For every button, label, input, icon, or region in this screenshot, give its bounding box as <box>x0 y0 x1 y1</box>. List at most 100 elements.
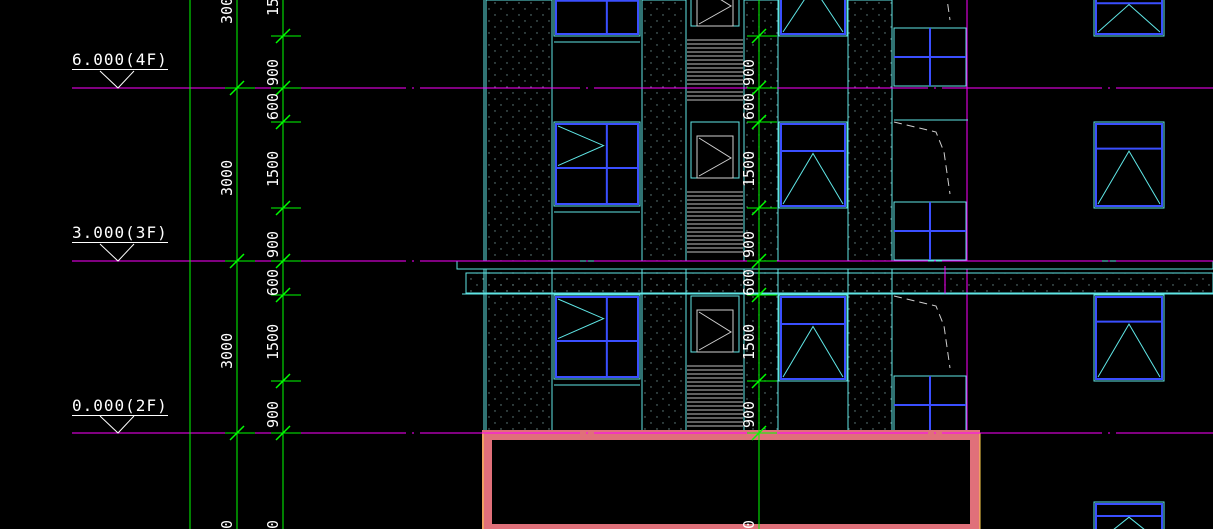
dim-text-segment: 1500 <box>264 150 282 187</box>
window-sash <box>1095 503 1163 529</box>
window-frame <box>1093 501 1165 529</box>
opening-direction-icon <box>1097 323 1161 378</box>
dim-text-segment: 600 <box>264 268 282 296</box>
dim-text-stair: 1500 <box>740 150 758 187</box>
window-sash <box>555 123 639 205</box>
opening-direction-icon <box>782 0 844 33</box>
opening-direction-icon <box>1097 3 1161 33</box>
building-facade <box>456 0 1213 529</box>
window <box>1093 0 1165 37</box>
opening-direction-icon <box>1097 150 1161 205</box>
dim-text-stair: 900 <box>740 230 758 258</box>
window-frame <box>778 0 848 37</box>
opening-direction-icon <box>557 298 605 340</box>
level-floor: (2F) <box>125 396 168 416</box>
dim-text-stair: 0 <box>740 519 758 529</box>
dim-text-stair: 900 <box>740 400 758 428</box>
dim-text-segment: 900 <box>264 400 282 428</box>
window-sash <box>555 0 639 35</box>
dim-text-stair: 1500 <box>740 323 758 360</box>
dim-text-story: 3000 <box>218 159 236 196</box>
stair-window-sash <box>696 135 734 179</box>
floor-beam <box>465 272 1213 294</box>
stair-window-frame <box>690 295 740 353</box>
window <box>553 121 641 213</box>
level-marker-icon <box>99 70 135 89</box>
bay-outline <box>893 121 951 195</box>
dim-text-story: 0 <box>218 519 236 529</box>
window <box>553 294 641 386</box>
dim-text-stair: 900 <box>740 58 758 86</box>
wall-column <box>641 0 687 434</box>
dim-text-stair: 600 <box>740 268 758 296</box>
window-frame <box>778 121 848 209</box>
level-floor: (4F) <box>125 50 168 70</box>
bay-window <box>893 119 968 261</box>
level-elevation: 3.000 <box>72 223 126 243</box>
dim-text-segment: 1500 <box>264 323 282 360</box>
bay-outline <box>946 0 951 21</box>
level-label-3f: 3.000(3F) <box>72 223 168 243</box>
dim-text-segment: 0 <box>264 519 282 529</box>
dimension-lines <box>189 0 777 529</box>
bay-window <box>893 0 967 87</box>
opening-direction-icon <box>698 0 732 25</box>
dim-text-segment: 900 <box>264 230 282 258</box>
window <box>1093 501 1165 529</box>
stair-window-frame <box>690 121 740 179</box>
dim-text-story: 3000 <box>218 332 236 369</box>
window-sash <box>555 296 639 378</box>
level-elevation: 0.000 <box>72 396 126 416</box>
bay-window <box>893 293 968 435</box>
window-frame <box>1093 0 1165 37</box>
window-sash <box>1095 296 1163 380</box>
window-frame <box>1093 121 1165 209</box>
window-frame <box>553 121 641 207</box>
window-sash <box>780 296 846 380</box>
dim-text-story: 3000 <box>218 0 236 24</box>
dim-text-segment: 900 <box>264 58 282 86</box>
stair-window <box>687 0 743 101</box>
window <box>778 121 848 209</box>
wall-column <box>743 0 779 434</box>
dim-text-segment: 1500 <box>264 0 282 16</box>
window-frame <box>553 0 641 37</box>
base-podium <box>482 430 980 529</box>
window-sash <box>780 0 846 35</box>
window-frame <box>778 294 848 382</box>
level-lines <box>72 70 1213 434</box>
level-elevation: 6.000 <box>72 50 126 70</box>
window-frame <box>553 294 641 380</box>
window-sash <box>1095 123 1163 207</box>
stair-window <box>687 121 743 253</box>
window-frame <box>1093 294 1165 382</box>
stair-window <box>687 295 743 427</box>
level-marker-icon <box>99 415 135 434</box>
stair-window-sash <box>696 0 734 27</box>
opening-direction-icon <box>557 125 605 167</box>
dim-text-stair: 600 <box>740 92 758 120</box>
opening-direction-icon <box>782 152 844 205</box>
wall-column <box>485 0 553 434</box>
opening-direction-icon <box>1113 516 1145 529</box>
window-sash <box>1095 0 1163 35</box>
window <box>1093 294 1165 382</box>
opening-direction-icon <box>782 325 844 378</box>
level-marker-icon <box>99 243 135 262</box>
level-floor: (3F) <box>125 223 168 243</box>
opening-direction-icon <box>698 311 732 351</box>
floor-slab <box>456 260 1213 270</box>
window <box>1093 121 1165 209</box>
window <box>553 0 641 43</box>
level-label-4f: 6.000(4F) <box>72 50 168 70</box>
wall-column <box>847 0 893 434</box>
dim-text-segment: 600 <box>264 92 282 120</box>
opening-direction-icon <box>698 137 732 177</box>
stair-window-sash <box>696 309 734 353</box>
bay-outline <box>893 295 951 369</box>
level-label-2f: 0.000(2F) <box>72 396 168 416</box>
window <box>778 0 848 37</box>
window <box>778 294 848 382</box>
stair-window-frame <box>690 0 740 27</box>
